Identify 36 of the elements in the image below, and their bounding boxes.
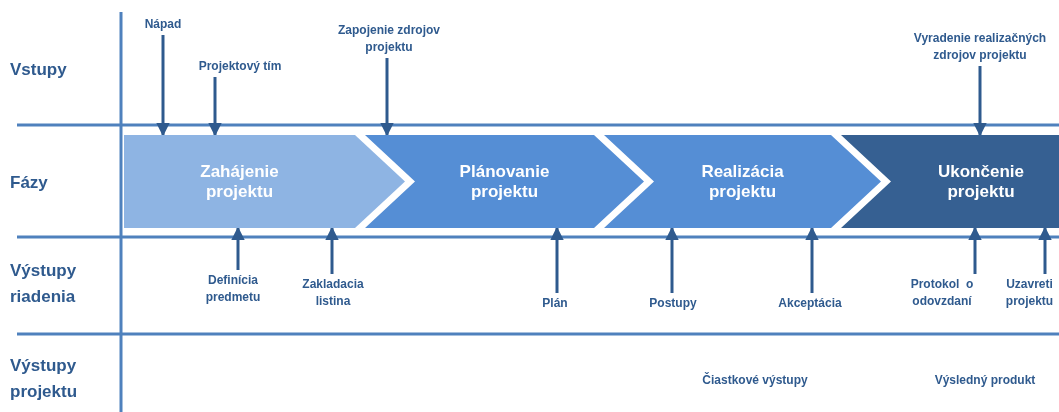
arrow-label: Projektový tím: [185, 58, 295, 75]
arrow: [1038, 226, 1052, 274]
row-heading: Fázy: [10, 172, 49, 194]
arrow-label: Uzavreti projektu: [1000, 276, 1059, 310]
arrow-label: Plán: [530, 295, 580, 312]
arrow: [973, 66, 987, 137]
phase-title: Zahájenie projektu: [199, 161, 280, 202]
arrow-label: Postupy: [635, 295, 711, 312]
phase-title: Realizácia projektu: [700, 161, 785, 202]
arrow: [380, 58, 394, 137]
arrow: [665, 226, 679, 293]
arrow-label: Akceptácia: [765, 295, 855, 312]
phase-title: Plánovanie projektu: [458, 161, 551, 202]
arrow-label: Vyradenie realizačných zdrojov projektu: [898, 30, 1059, 64]
row-heading: Výstupy projektu: [10, 355, 79, 403]
arrow: [325, 226, 339, 274]
arrow-label: Definícia predmetu: [188, 272, 278, 306]
arrow-label: Zakladacia listina: [293, 276, 373, 310]
arrow: [805, 226, 819, 293]
phase-banner: [124, 135, 405, 228]
arrow: [156, 35, 170, 137]
arrow: [550, 226, 564, 293]
row-note: Čiastkové výstupy: [701, 372, 809, 389]
arrow-label: Nápad: [130, 16, 196, 33]
row-note: Výsledný produkt: [933, 372, 1037, 389]
phase-banner: [604, 135, 881, 228]
arrow-label: Zapojenie zdrojov projektu: [330, 22, 448, 56]
phase-title: Ukončenie projektu: [937, 161, 1025, 202]
arrow: [968, 226, 982, 274]
arrow: [231, 226, 245, 270]
arrow: [208, 77, 222, 137]
row-heading: Vstupy: [10, 59, 68, 81]
phase-banner: [841, 135, 1059, 228]
row-heading: Výstupy riadenia: [10, 260, 78, 308]
arrow-label: Protokol o odovzdaní: [902, 276, 982, 310]
phase-banner: [365, 135, 644, 228]
